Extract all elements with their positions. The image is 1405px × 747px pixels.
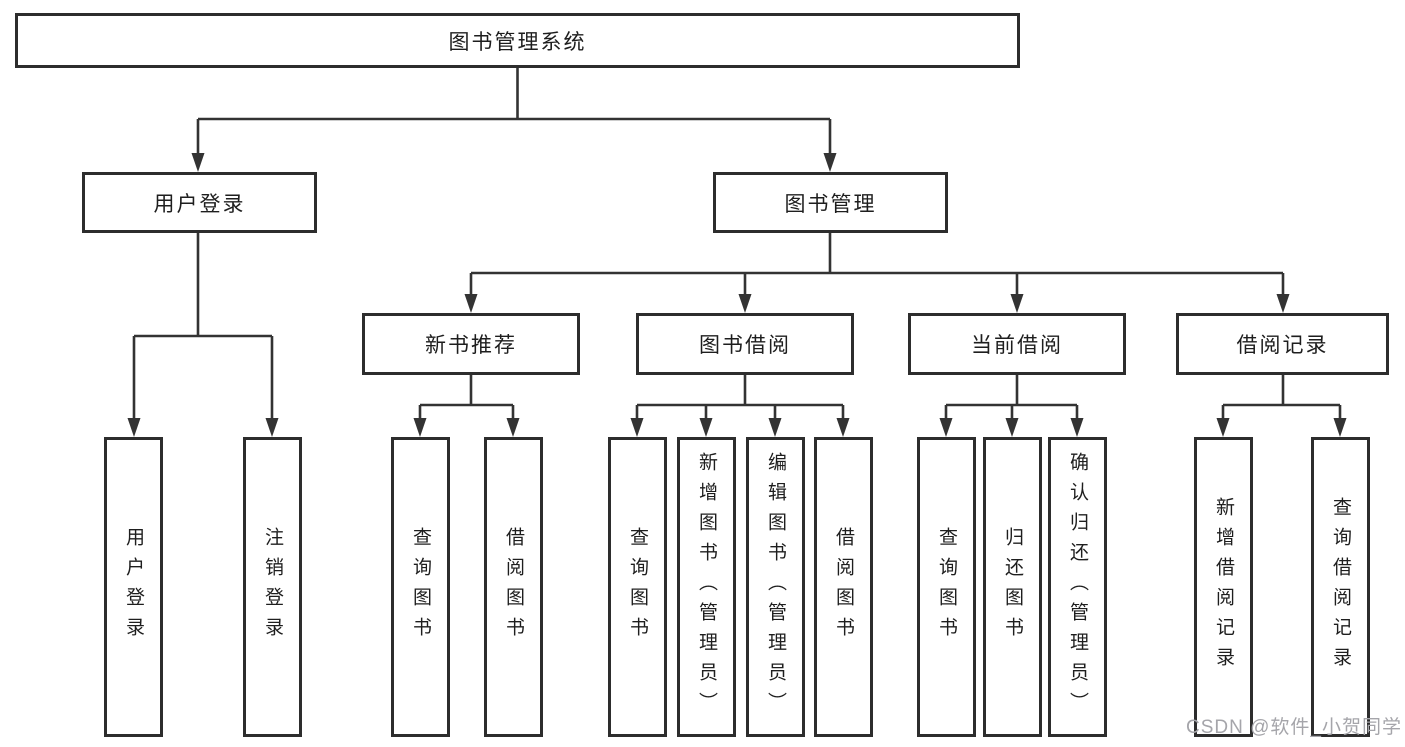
node-library-management-system: 图书管理系统: [15, 13, 1020, 68]
leaf-add-books-admin: 新增图书（管理员）: [677, 437, 736, 737]
node-new-book-recommend: 新书推荐: [362, 313, 580, 375]
leaf-query-books-current: 查询图书: [917, 437, 976, 737]
leaf-user-login: 用户登录: [104, 437, 163, 737]
leaf-return-books: 归还图书: [983, 437, 1042, 737]
connector-paths: [132, 68, 1342, 420]
leaf-query-books-borrow: 查询图书: [608, 437, 667, 737]
leaf-query-borrow-record: 查询借阅记录: [1311, 437, 1370, 737]
node-current-borrow: 当前借阅: [908, 313, 1126, 375]
leaf-borrow-books: 借阅图书: [814, 437, 873, 737]
node-book-borrow: 图书借阅: [636, 313, 854, 375]
leaf-query-books-recommend: 查询图书: [391, 437, 450, 737]
leaf-confirm-return-admin: 确认归还（管理员）: [1048, 437, 1107, 737]
arrowheads: [127, 153, 1347, 437]
leaf-edit-books-admin: 编辑图书（管理员）: [746, 437, 805, 737]
node-borrow-records: 借阅记录: [1176, 313, 1389, 375]
node-user-login: 用户登录: [82, 172, 317, 233]
csdn-watermark: CSDN @软件_小贺同学: [1186, 717, 1402, 738]
leaf-borrow-books-recommend: 借阅图书: [484, 437, 543, 737]
node-book-management: 图书管理: [713, 172, 948, 233]
leaf-logout-login: 注销登录: [243, 437, 302, 737]
leaf-add-borrow-record: 新增借阅记录: [1194, 437, 1253, 737]
